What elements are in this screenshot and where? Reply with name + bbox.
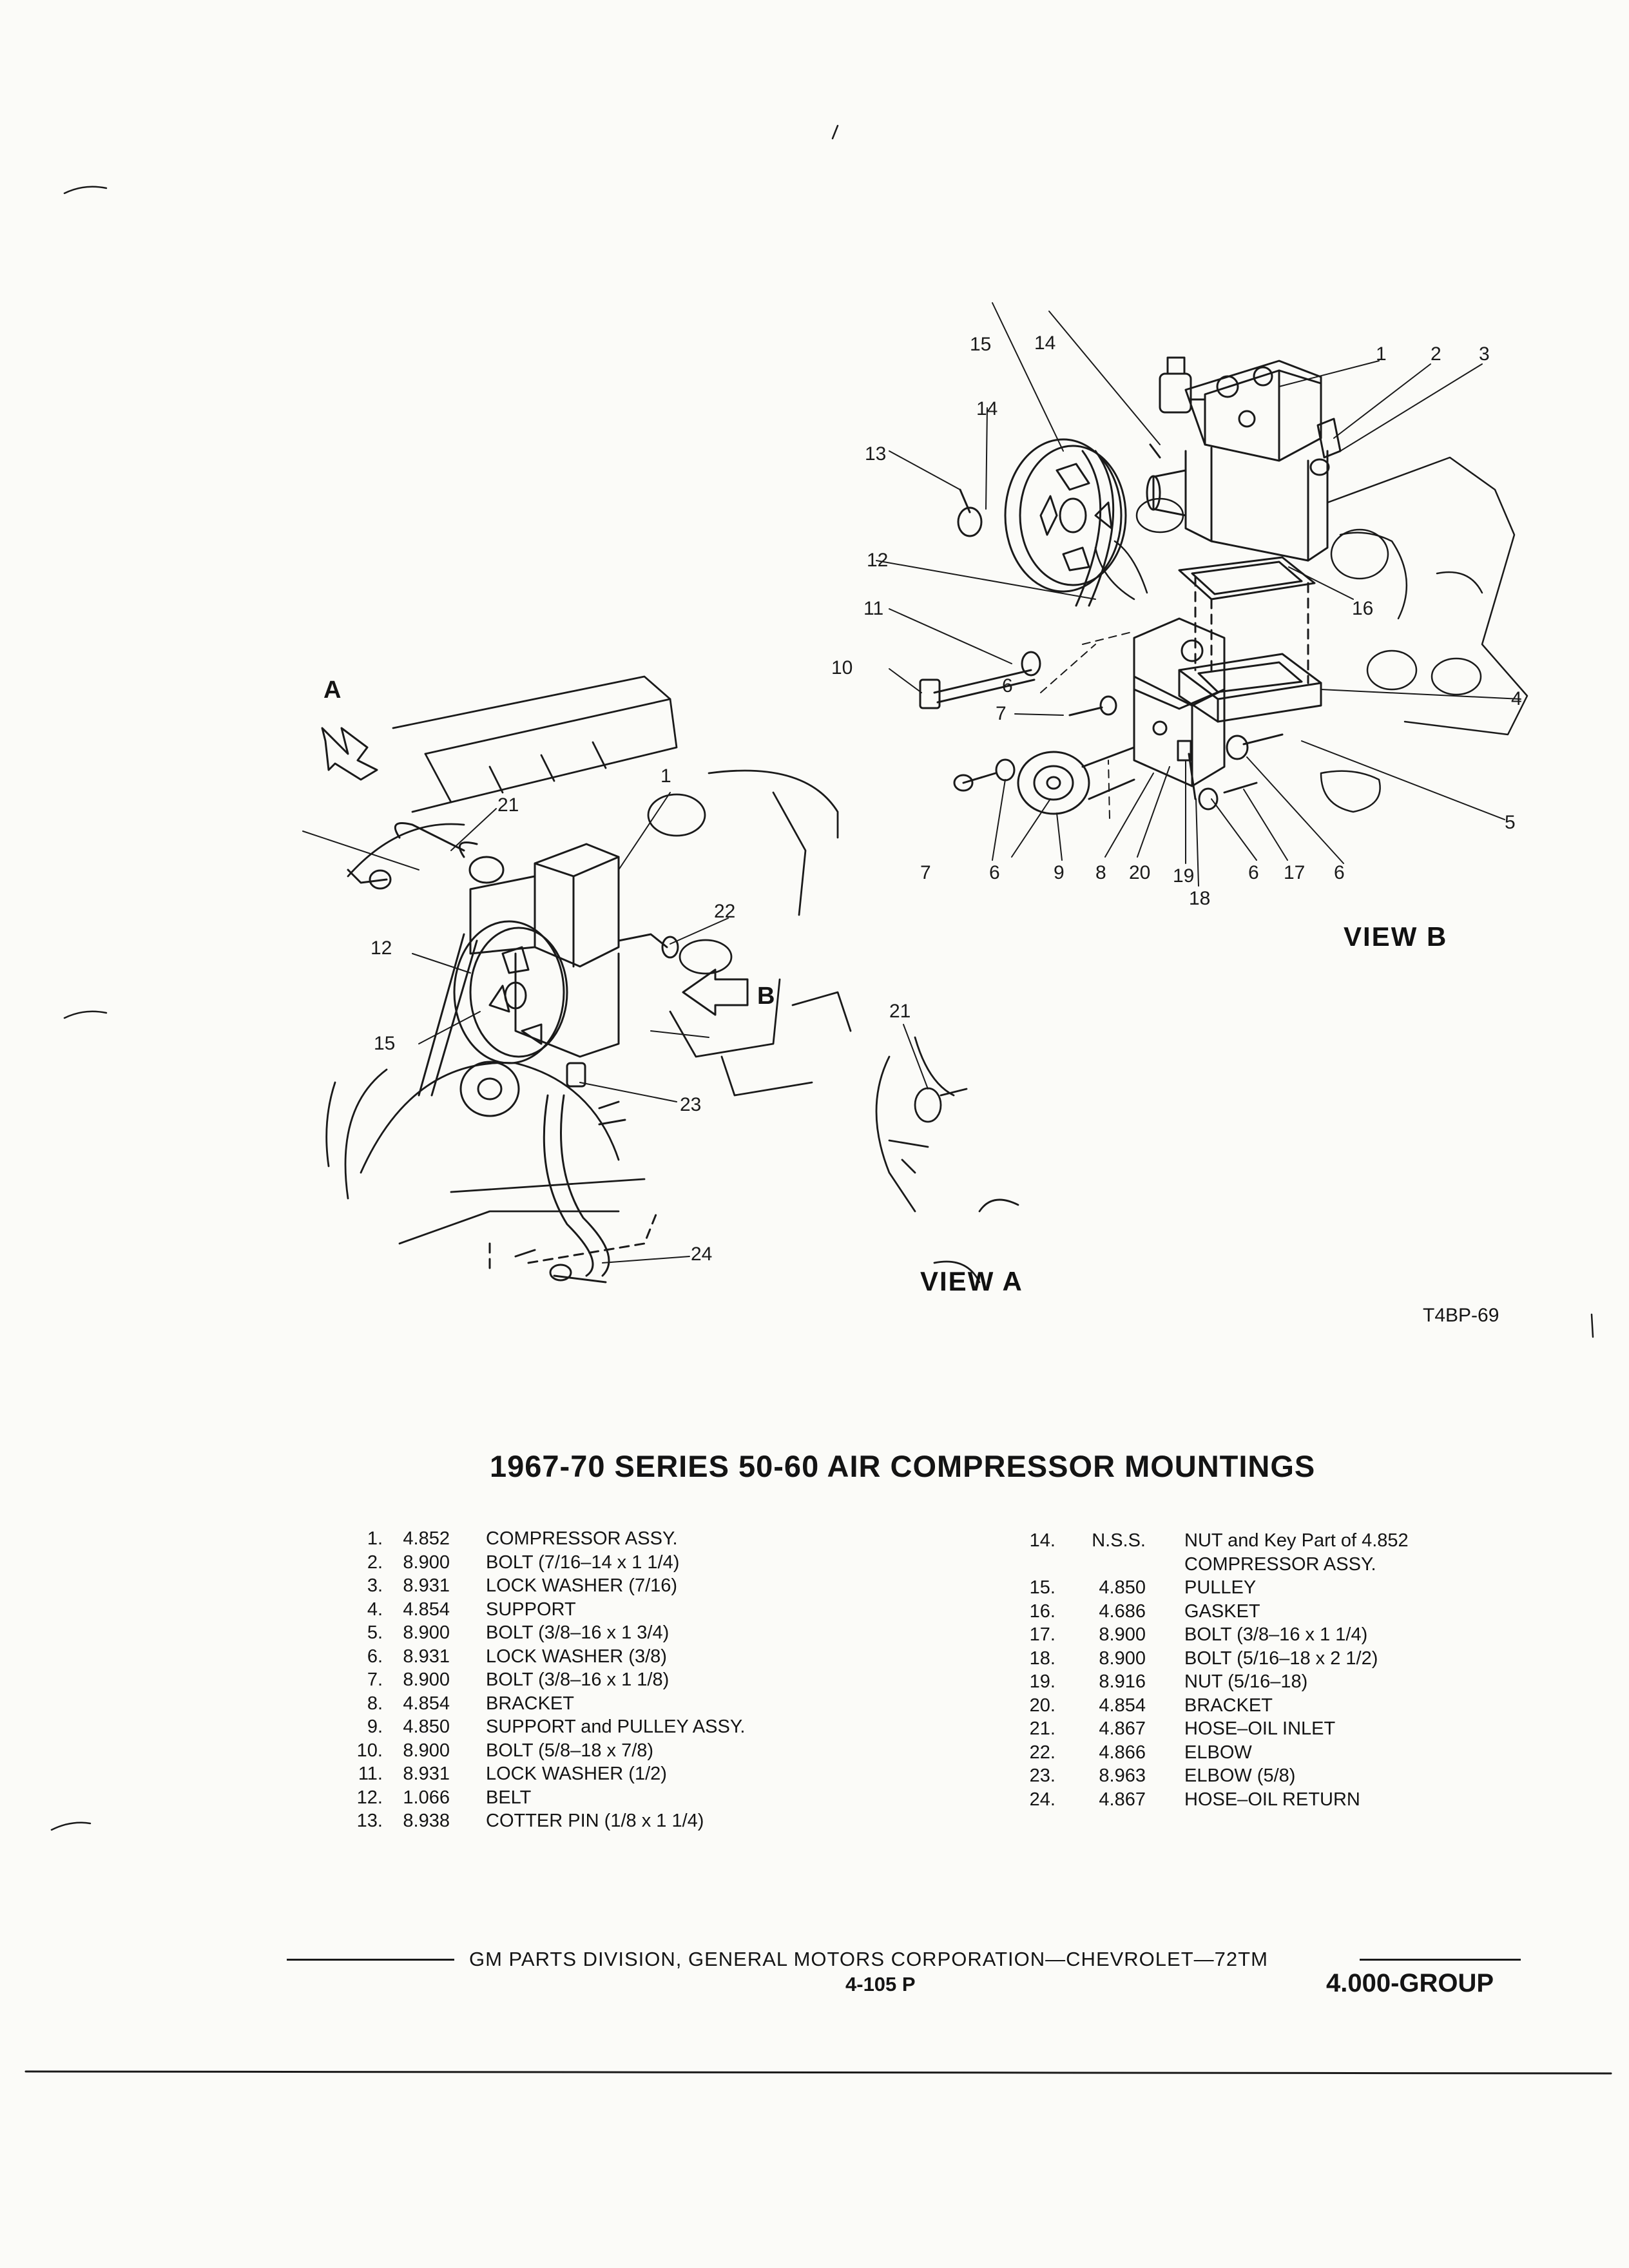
- callout-1: 1: [1376, 343, 1387, 365]
- footer-publisher: GM PARTS DIVISION, GENERAL MOTORS CORPOR…: [469, 1948, 1268, 1970]
- callout-10: 10: [831, 657, 853, 678]
- callout-8: 8: [1095, 862, 1106, 883]
- callout-23: 23: [680, 1094, 702, 1115]
- callout-22: 22: [714, 901, 736, 922]
- callout-3: 3: [1479, 343, 1490, 365]
- callout-12: 12: [371, 937, 392, 959]
- scan-marks: [24, 124, 1612, 2075]
- view-a-leader-lines: [302, 792, 929, 1264]
- callout-6: 6: [1002, 675, 1013, 697]
- callout-7: 7: [920, 862, 931, 883]
- callout-7: 7: [996, 703, 1007, 724]
- callout-21: 21: [889, 1001, 911, 1022]
- view-a-label: VIEW A: [920, 1266, 1023, 1296]
- callout-21: 21: [497, 794, 519, 816]
- list-item: 14.N.S.S.NUT and Key Part of 4.852: [1029, 1530, 1409, 1551]
- view-b-label: VIEW B: [1344, 921, 1448, 952]
- callout-14: 14: [1034, 332, 1056, 354]
- callout-18: 18: [1189, 888, 1211, 909]
- callout-6: 6: [1248, 862, 1259, 883]
- callout-4: 4: [1511, 688, 1522, 709]
- arrow-b-label: B: [757, 983, 775, 1010]
- group-label: 4.000-GROUP: [1326, 1969, 1494, 1997]
- callout-6: 6: [1334, 862, 1345, 883]
- page-title: 1967-70 SERIES 50-60 AIR COMPRESSOR MOUN…: [490, 1449, 1316, 1483]
- view-b-compressor: [1146, 356, 1329, 562]
- callout-15: 15: [970, 334, 992, 355]
- view-b-gasket-support: [1178, 556, 1322, 723]
- callout-13: 13: [865, 443, 887, 465]
- callout-17: 17: [1284, 862, 1306, 883]
- footer-rule-right: [1360, 1959, 1521, 1961]
- arrow-a: [321, 727, 378, 781]
- view-a-compressor: [347, 822, 679, 1283]
- callout-19: 19: [1173, 865, 1195, 887]
- callout-9: 9: [1054, 862, 1065, 883]
- callout-2: 2: [1431, 343, 1441, 365]
- callout-16: 16: [1352, 598, 1374, 619]
- figure-id: T4BP-69: [1423, 1305, 1499, 1326]
- callout-6: 6: [989, 862, 1000, 883]
- callout-1: 1: [660, 765, 671, 787]
- callout-14: 14: [976, 398, 998, 419]
- callout-5: 5: [1505, 812, 1516, 833]
- callout-11: 11: [863, 598, 884, 619]
- view-b-manifold: [1094, 456, 1528, 813]
- view-b-bolts: [919, 418, 1342, 811]
- callout-20: 20: [1129, 862, 1151, 883]
- callout-12: 12: [867, 550, 889, 571]
- arrow-b: [682, 968, 749, 1016]
- parts-list-right: 14.N.S.S.NUT and Key Part of 4.852 COMPR…: [1012, 1529, 1409, 1811]
- callout-15: 15: [374, 1033, 396, 1054]
- list-item-continuation: COMPRESSOR ASSY.: [1184, 1553, 1376, 1575]
- view-b-pulley: [1004, 438, 1127, 607]
- callout-24: 24: [691, 1244, 713, 1265]
- page-number: 4-105 P: [845, 1973, 916, 1995]
- footer-rule-left: [287, 1959, 454, 1961]
- view-a-engine: [325, 675, 1019, 1283]
- view-b-bracket: [1017, 617, 1226, 815]
- view-b-leader-lines: [876, 302, 1521, 887]
- arrow-a-label: A: [323, 677, 342, 704]
